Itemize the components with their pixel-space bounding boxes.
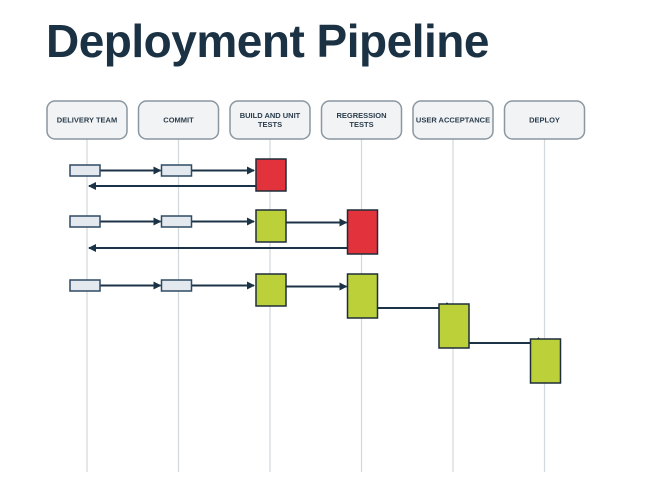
run-2-box-build-and-unit-tests-passed bbox=[255, 209, 287, 243]
run-3-arrow-to-user-acceptance bbox=[377, 302, 451, 310]
run-3-token-commit bbox=[160, 279, 193, 292]
stage-label-delivery-team: DELIVERY TEAM bbox=[57, 116, 117, 125]
stage-box-deploy bbox=[503, 100, 586, 140]
run-boxes bbox=[69, 158, 562, 384]
run-3-token-delivery-team bbox=[69, 279, 101, 292]
run-1-token-delivery-team bbox=[69, 164, 101, 177]
stage-box-regression-tests bbox=[320, 100, 403, 140]
flow-arrows bbox=[88, 166, 543, 345]
run-3-box-deploy-passed bbox=[529, 338, 562, 384]
run-3-box-regression-tests-passed bbox=[346, 273, 379, 319]
run-2-box-regression-tests-failed bbox=[346, 209, 379, 255]
page-title: Deployment Pipeline bbox=[46, 15, 489, 67]
stage-header-commit: COMMIT bbox=[137, 100, 220, 140]
stage-label-user-acceptance: USER ACCEPTANCE bbox=[416, 116, 490, 125]
stage-header-delivery-team: DELIVERY TEAM bbox=[46, 100, 128, 140]
run-3-box-build-and-unit-tests-passed bbox=[255, 273, 287, 307]
run-1-box-build-and-unit-tests-failed bbox=[255, 158, 287, 192]
stage-box-user-acceptance bbox=[412, 100, 494, 140]
stage-label-commit: COMMIT bbox=[163, 116, 194, 125]
stage-label-build-and-unit-tests-line-2: TESTS bbox=[258, 120, 282, 129]
run-3-arrow-to-deploy bbox=[469, 337, 543, 345]
run-2-token-commit bbox=[160, 215, 193, 228]
stage-label-build-and-unit-tests-line-1: BUILD AND UNIT bbox=[240, 111, 301, 120]
stage-label-regression-tests-line-2: TESTS bbox=[349, 120, 373, 129]
stage-box-build-and-unit-tests bbox=[229, 100, 311, 140]
stage-label-regression-tests-line-1: REGRESSION bbox=[336, 111, 386, 120]
stage-header-user-acceptance: USER ACCEPTANCE bbox=[412, 100, 494, 140]
run-1-token-commit bbox=[160, 164, 193, 177]
lifelines bbox=[86, 139, 546, 472]
stage-label-deploy: DEPLOY bbox=[529, 116, 560, 125]
stage-box-commit bbox=[137, 100, 220, 140]
run-3-box-user-acceptance-passed bbox=[438, 303, 470, 349]
run-2-token-delivery-team bbox=[69, 215, 101, 228]
stage-header-deploy: DEPLOY bbox=[503, 100, 586, 140]
stage-box-delivery-team bbox=[46, 100, 128, 140]
